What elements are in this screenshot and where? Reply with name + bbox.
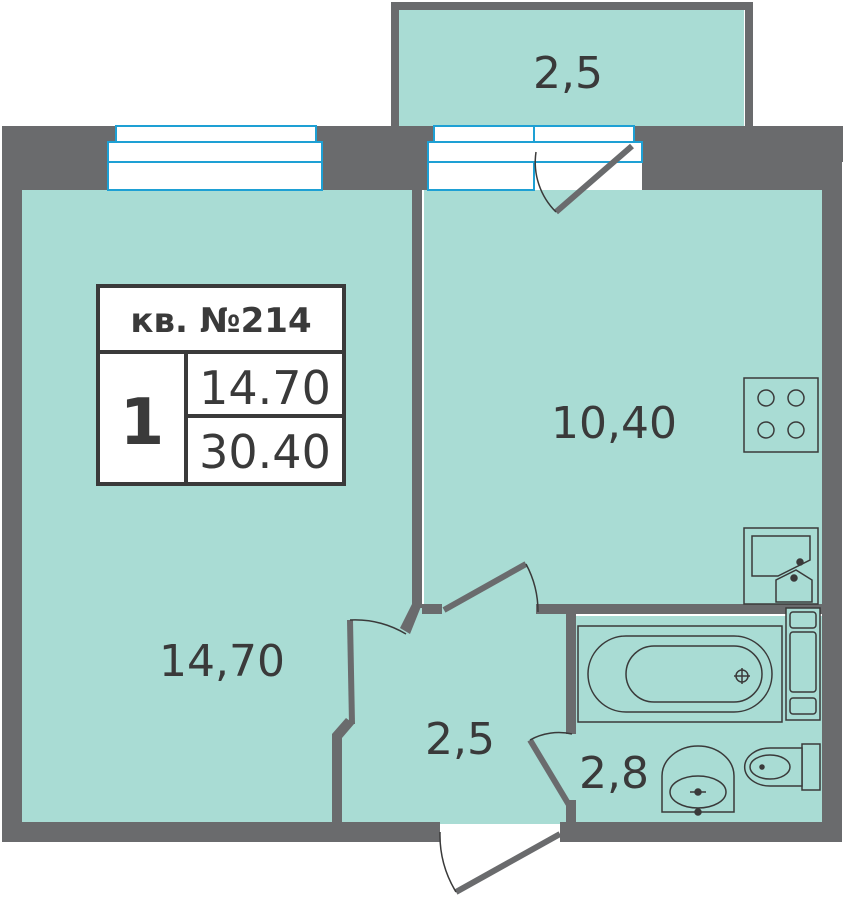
stove-icon — [743, 377, 819, 453]
interior-walls — [332, 190, 822, 822]
living-area: 14.70 — [199, 361, 331, 415]
doors — [347, 143, 634, 895]
kitchen-area-label: 10,40 — [551, 398, 677, 449]
living-kitchen-partition — [412, 190, 422, 608]
balcony-floor — [398, 8, 744, 128]
hallway-area-label: 2,5 — [425, 714, 495, 765]
living-room-area-label: 14,70 — [159, 636, 285, 687]
kitchen-sink-icon — [743, 527, 819, 605]
bathroom-area-label: 2,8 — [579, 748, 649, 799]
apartment-number: кв. №214 — [130, 301, 311, 341]
total-area: 30.40 — [199, 425, 331, 479]
exterior-walls — [2, 160, 842, 842]
rooms-count: 1 — [120, 386, 165, 460]
bathtub-icon — [577, 625, 783, 723]
exterior-wall-top — [2, 126, 843, 190]
balcony-area-label: 2,5 — [533, 48, 603, 99]
washbasin-icon — [661, 745, 735, 816]
toilet-icon — [744, 743, 821, 791]
living-room-window — [115, 125, 317, 143]
cabinet-icon — [785, 607, 821, 721]
hallway-floor — [342, 608, 570, 824]
windows — [107, 125, 643, 191]
balcony-walls — [391, 2, 753, 128]
apartment-info-box: кв. №214 1 14.70 30.40 — [96, 284, 346, 486]
